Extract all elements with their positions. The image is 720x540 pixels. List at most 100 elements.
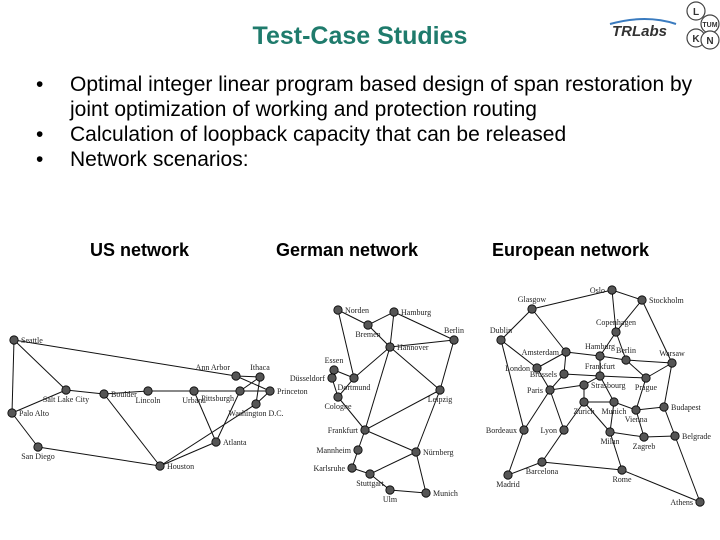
us-node-label: San Diego — [21, 452, 55, 461]
german-node-label: Mannheim — [316, 446, 351, 455]
us-node-label: Palo Alto — [19, 409, 49, 418]
european-link — [565, 351, 601, 357]
german-node-duesseldorf — [327, 373, 337, 383]
link-layer — [11, 289, 701, 503]
german-link — [364, 389, 441, 431]
european-link — [500, 339, 538, 369]
european-node-rome — [617, 465, 627, 475]
european-node-hamburg_e — [595, 351, 605, 361]
german-link — [389, 346, 441, 391]
bullet-text: Optimal integer linear program based des… — [70, 73, 693, 121]
german-node-koeln — [333, 392, 343, 402]
german-link — [439, 339, 455, 391]
european-link — [643, 435, 676, 438]
german-node-leipzig — [435, 385, 445, 395]
european-node-label: London — [505, 364, 530, 373]
german-node-label: Munich — [433, 489, 458, 498]
european-link — [645, 362, 673, 379]
trlabs-swoosh-icon — [609, 18, 677, 25]
european-node-label: Stockholm — [649, 296, 684, 305]
german-node-label: Nürnberg — [423, 448, 454, 457]
german-link — [389, 311, 395, 348]
european-link — [663, 406, 676, 437]
european-node-barcelona — [537, 457, 547, 467]
european-node-lyon — [559, 425, 569, 435]
european-node-label: Glasgow — [518, 295, 547, 304]
us-node-seattle — [9, 335, 19, 345]
logo-circle-l — [686, 1, 706, 21]
bullet-dot-icon: • — [36, 123, 44, 146]
european-link — [531, 308, 567, 353]
us-node-label: Urbana — [182, 396, 206, 405]
german-node-bremen — [363, 320, 373, 330]
german-node-dortmund — [349, 373, 359, 383]
trlabs-tum-lkn-logo: TRLabs L TUM K N — [609, 1, 720, 50]
german-node-label: Leipzig — [428, 395, 452, 404]
european-link — [507, 429, 525, 476]
european-link — [641, 299, 673, 364]
us-link — [37, 446, 161, 467]
german-link — [337, 396, 366, 431]
european-node-zurich — [579, 397, 589, 407]
german-node-label: Bremen — [355, 330, 380, 339]
us-node-ithaca — [255, 372, 265, 382]
bullet-text: Network scenarios: — [70, 148, 249, 171]
european-node-label: Rome — [612, 475, 632, 484]
european-link — [609, 431, 623, 471]
european-link — [635, 409, 645, 438]
german-node-karlsruhe — [347, 463, 357, 473]
trlabs-logo-text: TRLabs — [612, 23, 667, 40]
us-node-label: Seattle — [21, 336, 43, 345]
european-node-amsterdam — [561, 347, 571, 357]
german-node-label: Dortmund — [338, 383, 371, 392]
us-link — [215, 390, 241, 443]
us-node-label: Boulder — [111, 390, 137, 399]
us-node-atlanta — [211, 437, 221, 447]
european-node-oslo — [607, 285, 617, 295]
bullet-dot-icon: • — [36, 148, 44, 171]
european-node-label: Zurich — [573, 407, 594, 416]
us-link — [103, 390, 149, 395]
european-node-label: Prague — [635, 383, 658, 392]
logo-circle-n — [700, 30, 720, 50]
us-link — [193, 390, 217, 443]
european-node-belgrade — [670, 431, 680, 441]
european-node-label: Budapest — [671, 403, 702, 412]
german-node-label: Essen — [325, 356, 344, 365]
slide-title: Test-Case Studies — [252, 22, 468, 50]
european-node-warsaw — [667, 358, 677, 368]
european-node-label: Bordeaux — [486, 426, 517, 435]
european-node-frankfurt_e — [595, 371, 605, 381]
european-node-label: Milan — [600, 437, 619, 446]
bullet-text: Calculation of loopback capacity that ca… — [70, 123, 567, 146]
bullet-item: • Network scenarios: — [36, 147, 696, 172]
us-link — [13, 339, 67, 391]
european-node-label: Frankfurt — [585, 362, 616, 371]
bullet-item: • Calculation of loopback capacity that c… — [36, 122, 696, 147]
european-link — [625, 359, 673, 364]
european-node-munich_e — [609, 397, 619, 407]
european-node-label: Lyon — [541, 426, 557, 435]
us-node-urbana — [189, 386, 199, 396]
german-node-mannheim — [353, 445, 363, 455]
us-node-label: Ithaca — [250, 363, 270, 372]
german-node-muenchen — [421, 488, 431, 498]
german-link — [389, 339, 455, 348]
european-link — [615, 331, 627, 361]
european-link — [563, 401, 585, 431]
european-node-label: Zagreb — [633, 442, 656, 451]
us-node-san_diego — [33, 442, 43, 452]
us-node-label: Ann Arbor — [196, 363, 231, 372]
european-node-label: Warsaw — [659, 349, 685, 358]
german-link — [337, 309, 355, 379]
us-node-ann_arbor — [231, 371, 241, 381]
german-link — [415, 451, 427, 494]
us-node-lincoln — [143, 386, 153, 396]
german-link — [367, 324, 391, 348]
german-node-label: Ulm — [383, 495, 398, 504]
european-node-prague — [641, 373, 651, 383]
german-node-label: Karlsruhe — [313, 464, 345, 473]
german-link — [393, 311, 455, 341]
